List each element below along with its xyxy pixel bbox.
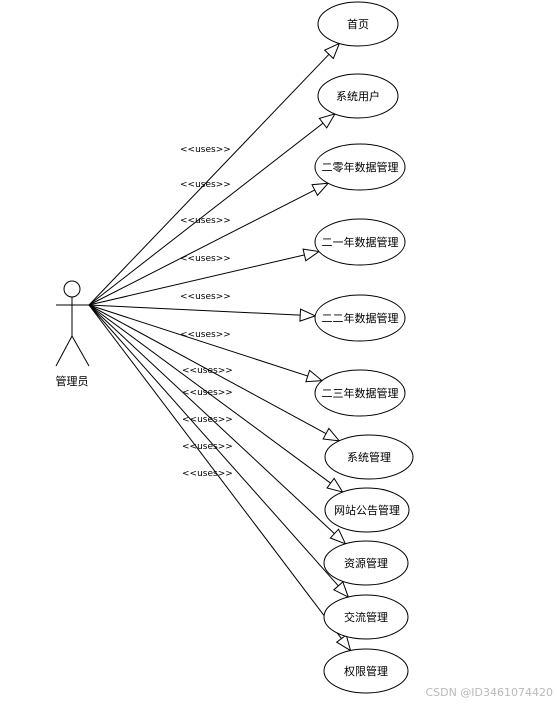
- association-line: [88, 182, 329, 306]
- arrowhead: [305, 369, 324, 383]
- uses-label: <<uses>>: [182, 388, 233, 398]
- use-case-ellipse: [323, 594, 409, 640]
- actor-right-leg: [71, 335, 90, 367]
- association-line: [88, 304, 316, 317]
- arrowhead: [311, 182, 330, 197]
- association-line: [88, 43, 340, 306]
- association-line: [88, 304, 323, 382]
- arrowhead: [332, 580, 350, 599]
- use-case-label: 系统用户: [336, 89, 380, 103]
- association-lines: [88, 42, 352, 652]
- use-case-label: 首页: [347, 17, 369, 31]
- uses-label: <<uses>>: [180, 180, 231, 190]
- uses-label: <<uses>>: [180, 145, 231, 155]
- use-case-ellipse: [323, 648, 409, 694]
- association-line: [88, 304, 343, 493]
- association-line: [88, 113, 336, 306]
- association-line: [88, 304, 346, 545]
- uses-label: <<uses>>: [182, 366, 233, 376]
- arrowhead: [326, 477, 344, 493]
- uses-label: <<uses>>: [180, 292, 231, 302]
- arrowhead: [318, 113, 336, 129]
- use-case-label: 二二年数据管理: [322, 311, 399, 325]
- use-case-ellipse: [324, 434, 414, 480]
- use-case-label: 二一年数据管理: [322, 235, 399, 249]
- arrowhead: [302, 248, 321, 262]
- arrowhead: [299, 308, 317, 322]
- use-case-ellipse: [314, 369, 406, 417]
- uses-label: <<uses>>: [180, 330, 231, 340]
- uses-label: <<uses>>: [180, 216, 231, 226]
- uses-label: <<uses>>: [182, 415, 233, 425]
- use-case-ellipse: [317, 1, 399, 47]
- association-line: [88, 304, 349, 598]
- use-case-label: 网站公告管理: [334, 503, 400, 517]
- actor-left-leg: [55, 335, 73, 367]
- arrowhead: [335, 634, 352, 652]
- actor-label: 管理员: [56, 374, 89, 388]
- use-case-ellipse: [324, 487, 410, 533]
- use-case-ellipse: [314, 143, 406, 191]
- arrowhead: [329, 528, 347, 545]
- use-case-label: 二零年数据管理: [322, 160, 399, 174]
- uses-label: <<uses>>: [182, 442, 233, 452]
- association-line: [88, 304, 340, 442]
- use-cases: 首页系统用户二零年数据管理二一年数据管理二二年数据管理二三年数据管理系统管理网站…: [314, 1, 414, 694]
- use-case-label: 资源管理: [344, 556, 388, 570]
- association-line: [88, 304, 351, 651]
- association-line: [88, 251, 320, 306]
- use-case-ellipse: [323, 540, 409, 586]
- actor-figure: [55, 280, 90, 367]
- use-case-label: 权限管理: [344, 664, 388, 678]
- uses-label: <<uses>>: [182, 469, 233, 479]
- arrowhead: [322, 427, 341, 442]
- use-case-label: 二三年数据管理: [322, 386, 399, 400]
- use-case-ellipse: [314, 218, 406, 266]
- use-case-ellipse: [314, 294, 406, 342]
- use-case-label: 系统管理: [347, 450, 391, 464]
- use-case-ellipse: [317, 73, 399, 119]
- uses-labels: <<uses>> <<uses>> <<uses>> <<uses>> <<uses>>…: [180, 145, 233, 479]
- actor-head: [63, 280, 81, 298]
- use-case-label: 交流管理: [344, 610, 388, 624]
- arrowhead: [323, 42, 341, 60]
- watermark: CSDN @ID3461074420: [425, 686, 553, 699]
- uses-label: <<uses>>: [180, 254, 231, 264]
